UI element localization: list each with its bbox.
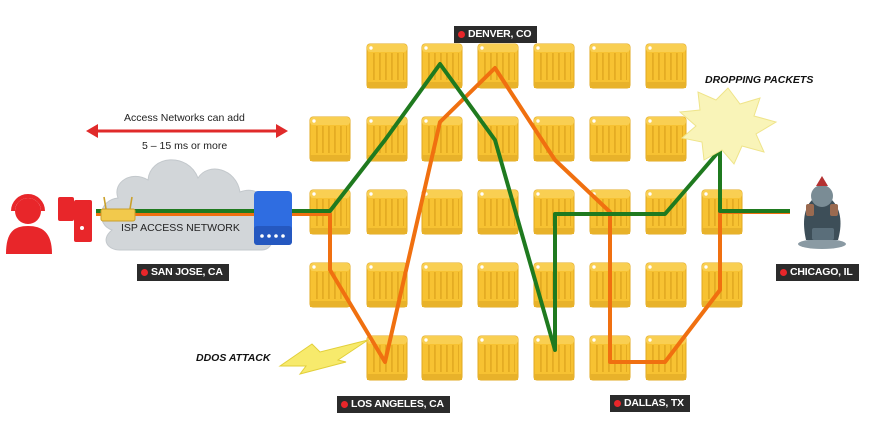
headset-user-icon (6, 194, 92, 254)
orange-route (96, 66, 790, 364)
lightning-bolt-icon (278, 339, 369, 375)
game-character-icon (798, 176, 846, 249)
location-dot-icon (141, 269, 148, 276)
ddos-attack-label: DDOS ATTACK (196, 352, 271, 364)
location-dot-icon (780, 269, 787, 276)
latency-arrow (86, 124, 288, 138)
city-name: SAN JOSE, CA (151, 266, 223, 278)
server-icon (309, 43, 743, 381)
city-name: DENVER, CO (468, 28, 532, 40)
dropping-packets-label: DROPPING PACKETS (705, 74, 814, 86)
isp-cloud (101, 159, 274, 251)
city-name: CHICAGO, IL (790, 266, 853, 278)
city-label-dallas: DALLAS, TX (610, 395, 690, 412)
access-networks-note: Access Networks can add (124, 112, 245, 124)
city-label-chicago: CHICAGO, IL (776, 264, 859, 281)
city-name: LOS ANGELES, CA (351, 398, 444, 410)
green-route (96, 62, 790, 352)
location-dot-icon (458, 31, 465, 38)
city-name: DALLAS, TX (624, 397, 684, 409)
location-dot-icon (614, 400, 621, 407)
packet-loss-burst-icon (678, 87, 778, 165)
city-label-los-angeles: LOS ANGELES, CA (337, 396, 450, 413)
location-dot-icon (341, 401, 348, 408)
city-label-denver: DENVER, CO (454, 26, 538, 43)
router-icon (254, 191, 292, 245)
isp-access-network-label: ISP ACCESS NETWORK (121, 222, 240, 234)
wifi-modem-icon (100, 196, 136, 222)
server-grid (309, 43, 743, 381)
latency-range-note: 5 – 15 ms or more (142, 140, 228, 152)
city-label-san-jose: SAN JOSE, CA (137, 264, 229, 281)
